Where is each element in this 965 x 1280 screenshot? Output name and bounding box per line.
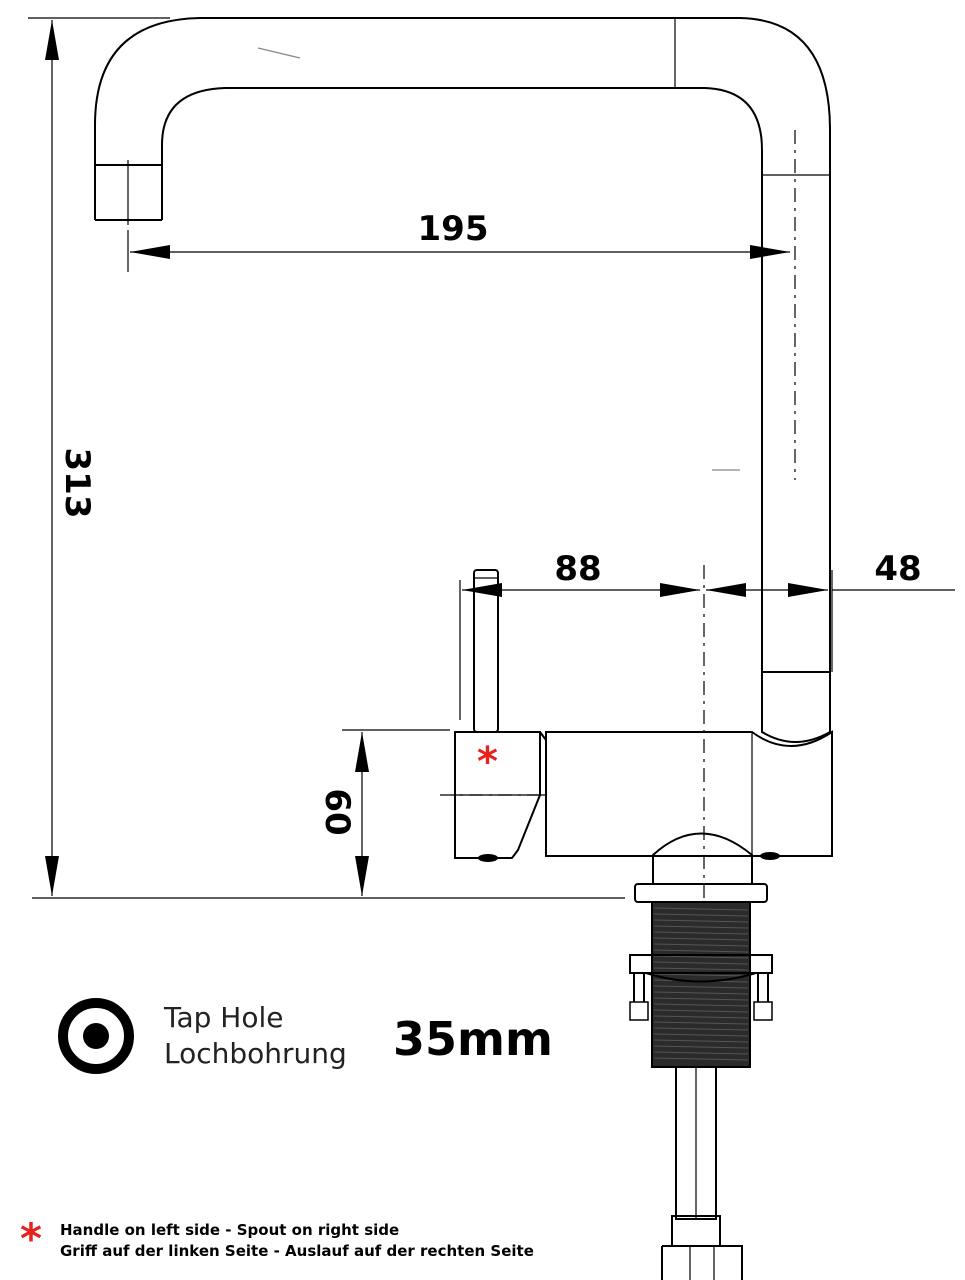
handle-lever <box>473 569 499 733</box>
tap-hole-size: 35mm <box>393 1012 553 1066</box>
dimension-313 <box>28 17 625 899</box>
dimension-60-label: 60 <box>317 788 357 835</box>
tap-body <box>454 671 833 862</box>
dimension-195-label: 195 <box>418 209 489 249</box>
note-line-en: Handle on left side - Spout on right sid… <box>60 1221 400 1239</box>
handle-side-marker: * <box>477 739 498 785</box>
dimension-88-48 <box>459 565 955 900</box>
note-marker: * <box>20 1214 42 1263</box>
spout <box>94 17 831 730</box>
dimension-60 <box>342 729 545 896</box>
threaded-shank <box>629 901 773 1068</box>
supply-hose <box>661 1066 743 1280</box>
drawing-marks <box>257 47 740 471</box>
tap-neck <box>634 832 768 903</box>
tap-hole-label-en: Tap Hole <box>164 1001 284 1034</box>
dimension-48-label: 48 <box>874 549 921 589</box>
tap-hole-label-de: Lochbohrung <box>164 1037 347 1070</box>
note-line-de: Griff auf der linken Seite - Auslauf auf… <box>60 1242 534 1260</box>
dimension-88-label: 88 <box>554 549 601 589</box>
dimension-195 <box>127 230 790 272</box>
target-circle-icon <box>58 998 134 1074</box>
dimension-313-label: 313 <box>57 448 97 519</box>
